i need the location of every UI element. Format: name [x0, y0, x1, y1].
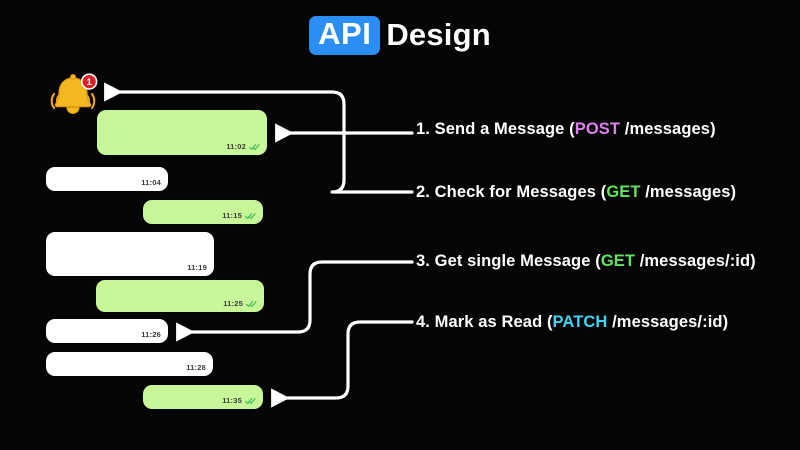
notification-badge-count: 1: [87, 77, 93, 88]
endpoint-paren-open: (: [600, 183, 607, 201]
endpoint-path: /messages: [640, 183, 731, 201]
title-api-badge: API: [309, 16, 381, 55]
chat-bubble[interactable]: 11:02: [97, 110, 267, 155]
notification-bell[interactable]: 1: [46, 72, 100, 118]
endpoint-item-1[interactable]: 1. Send a Message (POST /messages): [416, 120, 716, 139]
endpoint-paren-close: ): [730, 183, 737, 201]
endpoint-path: /messages/:id: [635, 252, 751, 270]
bubble-meta: 11:04: [141, 178, 161, 187]
message-timestamp: 11:02: [226, 142, 246, 151]
message-timestamp: 11:15: [222, 211, 242, 220]
bubble-meta: 11:26: [141, 330, 161, 339]
endpoint-number: 4.: [416, 313, 435, 331]
message-timestamp: 11:04: [141, 178, 161, 187]
page-title: API Design: [0, 16, 800, 55]
endpoint-paren-open: (: [546, 313, 553, 331]
chat-bubble[interactable]: 11:04: [46, 167, 168, 191]
endpoint-paren-close: ): [722, 313, 729, 331]
endpoint-label: Get single Message: [434, 252, 596, 270]
endpoint-paren-open: (: [569, 120, 575, 138]
endpoint-number: 1.: [416, 120, 435, 138]
endpoint-paren-open: (: [595, 252, 601, 270]
endpoint-label: Mark as Read: [434, 313, 547, 331]
chat-bubble[interactable]: 11:15: [143, 200, 263, 224]
endpoint-http-verb: POST: [574, 120, 621, 138]
message-timestamp: 11:19: [187, 263, 207, 272]
chat-bubble[interactable]: 11:28: [46, 352, 213, 376]
bubble-meta: 11:19: [187, 263, 207, 272]
endpoint-item-2[interactable]: 2. Check for Messages (GET /messages): [416, 183, 736, 202]
chat-bubble[interactable]: 11:25: [96, 280, 264, 312]
endpoint-path: /messages: [620, 120, 711, 138]
bubble-meta: 11:35: [222, 396, 256, 405]
bubble-meta: 11:15: [222, 211, 256, 220]
title-design-text: Design: [386, 17, 491, 52]
endpoint-item-3[interactable]: 3. Get single Message (GET /messages/:id…: [416, 252, 756, 271]
endpoint-number: 2.: [416, 183, 435, 201]
bubble-meta: 11:25: [223, 299, 257, 308]
message-timestamp: 11:26: [141, 330, 161, 339]
chat-thread: 11:02 11:04 11:15 11:19 11:25 11:26 11:28 11:35: [0, 58, 300, 418]
message-timestamp: 11:35: [222, 396, 242, 405]
double-check-icon: [249, 143, 260, 150]
endpoint-http-verb: GET: [606, 183, 641, 201]
double-check-icon: [245, 397, 256, 404]
endpoint-list: 1. Send a Message (POST /messages)2. Che…: [416, 0, 800, 450]
endpoint-paren-close: ): [710, 120, 716, 138]
endpoint-label: Check for Messages: [434, 183, 601, 201]
endpoint-item-4[interactable]: 4. Mark as Read (PATCH /messages/:id): [416, 313, 728, 332]
chat-bubble[interactable]: 11:19: [46, 232, 214, 276]
endpoint-http-verb: GET: [600, 252, 636, 270]
double-check-icon: [245, 212, 256, 219]
endpoint-paren-close: ): [750, 252, 756, 270]
message-timestamp: 11:25: [223, 299, 243, 308]
endpoint-number: 3.: [416, 252, 435, 270]
bell-icon: 1: [50, 73, 98, 114]
endpoint-http-verb: PATCH: [552, 313, 608, 331]
chat-bubble[interactable]: 11:26: [46, 319, 168, 343]
message-timestamp: 11:28: [186, 363, 206, 372]
endpoint-path: /messages/:id: [607, 313, 723, 331]
bubble-meta: 11:02: [226, 142, 260, 151]
double-check-icon: [246, 300, 257, 307]
bubble-meta: 11:28: [186, 363, 206, 372]
endpoint-label: Send a Message: [434, 120, 570, 138]
chat-bubble[interactable]: 11:35: [143, 385, 263, 409]
